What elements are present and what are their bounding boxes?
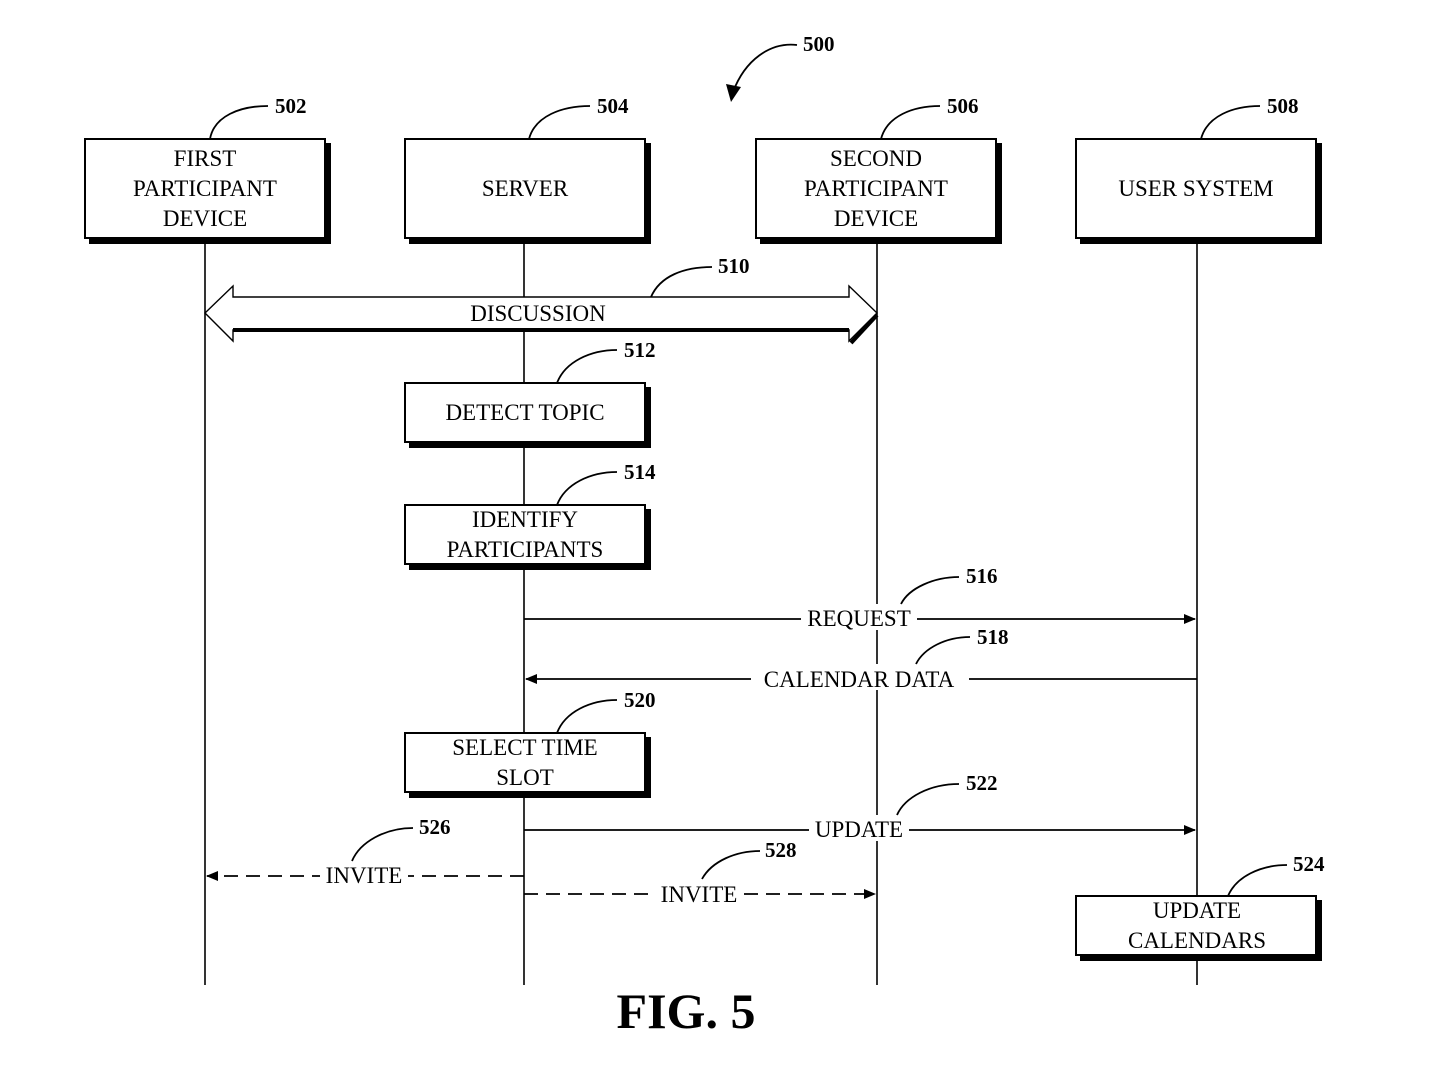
actor-label-line: USER SYSTEM [1118, 176, 1273, 201]
discussion-double-arrow: DISCUSSION 510 [204, 254, 879, 345]
ref-506: 506 [947, 94, 979, 118]
actor-label-line: DEVICE [163, 206, 247, 231]
ref-502: 502 [275, 94, 307, 118]
actor-label-line: FIRST [174, 146, 237, 171]
actor-label-line: PARTICIPANT [133, 176, 277, 201]
message-calendar-data: CALENDAR DATA 518 [525, 625, 1197, 692]
process-update-calendars: UPDATE CALENDARS 524 [1075, 852, 1325, 961]
figure-number-ref: 500 [803, 32, 835, 56]
actor-label-line: SECOND [830, 146, 922, 171]
actor-server: SERVER 504 [404, 94, 651, 244]
message-invite-second: INVITE 528 [524, 838, 876, 907]
actor-label-line: PARTICIPANT [804, 176, 948, 201]
message-update: UPDATE 522 [524, 771, 1196, 842]
process-label-line: SELECT TIME [452, 735, 597, 760]
discussion-label: DISCUSSION [470, 301, 606, 326]
ref-526: 526 [419, 815, 451, 839]
ref-512: 512 [624, 338, 656, 362]
figure-ref-500: 500 [726, 32, 835, 102]
message-request: REQUEST 516 [524, 564, 1196, 631]
actor-label-line: SERVER [482, 176, 569, 201]
ref-510: 510 [718, 254, 750, 278]
process-identify-participants: IDENTIFY PARTICIPANTS 514 [404, 460, 656, 570]
ref-516: 516 [966, 564, 998, 588]
process-label-line: CALENDARS [1128, 928, 1266, 953]
message-label: REQUEST [807, 606, 911, 631]
ref-504: 504 [597, 94, 629, 118]
message-label: INVITE [326, 863, 403, 888]
ref-520: 520 [624, 688, 656, 712]
process-label-line: SLOT [496, 765, 554, 790]
actor-label-line: DEVICE [834, 206, 918, 231]
actor-first-participant-device: FIRST PARTICIPANT DEVICE 502 [84, 94, 331, 244]
ref-524: 524 [1293, 852, 1325, 876]
ref-508: 508 [1267, 94, 1299, 118]
actor-user-system: USER SYSTEM 508 [1075, 94, 1322, 244]
message-invite-first: INVITE 526 [206, 815, 524, 888]
process-select-time-slot: SELECT TIME SLOT 520 [404, 688, 656, 798]
ref-518: 518 [977, 625, 1009, 649]
process-label-line: DETECT TOPIC [445, 400, 604, 425]
ref-528: 528 [765, 838, 797, 862]
process-label-line: UPDATE [1153, 898, 1241, 923]
figure-caption: FIG. 5 [617, 983, 756, 1039]
process-label-line: IDENTIFY [472, 507, 578, 532]
ref-514: 514 [624, 460, 656, 484]
message-label: CALENDAR DATA [764, 667, 955, 692]
message-label: INVITE [661, 882, 738, 907]
ref-522: 522 [966, 771, 998, 795]
actor-second-participant-device: SECOND PARTICIPANT DEVICE 506 [755, 94, 1002, 244]
process-label-line: PARTICIPANTS [447, 537, 604, 562]
process-detect-topic: DETECT TOPIC 512 [404, 338, 656, 448]
message-label: UPDATE [815, 817, 903, 842]
